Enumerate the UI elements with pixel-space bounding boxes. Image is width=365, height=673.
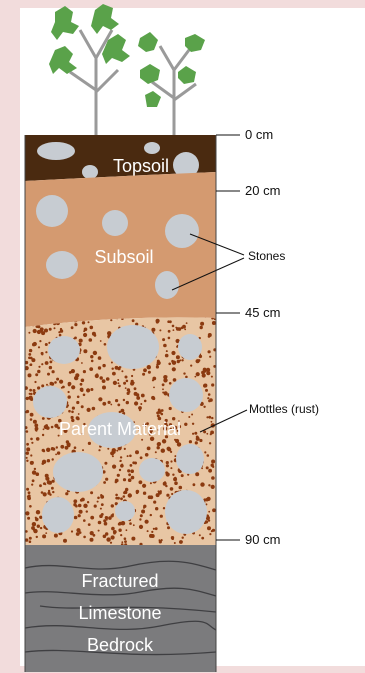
plant-icon <box>49 4 205 135</box>
parent-material-layer: Parent Material <box>24 315 216 547</box>
topsoil-label: Topsoil <box>113 156 169 176</box>
subsoil-layer: Subsoil <box>25 172 216 327</box>
depth-label-90: 90 cm <box>245 532 280 547</box>
bedrock-label-line-3: Bedrock <box>87 635 154 655</box>
parent-material-label: Parent Material <box>59 419 181 439</box>
depth-label-45: 45 cm <box>245 305 280 320</box>
mottles-callout: Mottles (rust) <box>200 402 319 432</box>
depth-label-0: 0 cm <box>245 127 273 142</box>
mottles-label: Mottles (rust) <box>249 402 319 416</box>
bedrock-label-line-1: Fractured <box>81 571 158 591</box>
depth-scale: 0 cm 20 cm 45 cm 90 cm <box>216 127 280 547</box>
bedrock-label-line-2: Limestone <box>78 603 161 623</box>
subsoil-label: Subsoil <box>94 247 153 267</box>
depth-label-20: 20 cm <box>245 183 280 198</box>
bedrock-layer: Fractured Limestone Bedrock <box>25 545 216 672</box>
stones-label: Stones <box>248 249 285 263</box>
